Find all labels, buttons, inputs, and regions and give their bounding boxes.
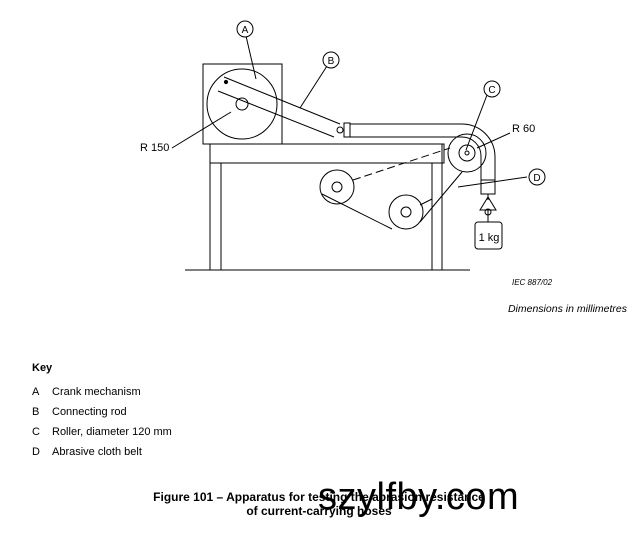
caption-line-2: of current-carrying hoses	[246, 504, 392, 518]
key-text: Roller, diameter 120 mm	[52, 426, 172, 438]
roller	[447, 133, 487, 173]
key-item: B Connecting rod	[32, 402, 172, 422]
pulley-upper	[319, 169, 355, 205]
callout-b: B	[328, 56, 335, 67]
key-item: A Crank mechanism	[32, 382, 172, 402]
key-letter: D	[32, 446, 40, 458]
key-item: C Roller, diameter 120 mm	[32, 422, 172, 442]
crank-wheel	[206, 68, 278, 140]
connecting-rod	[223, 76, 341, 125]
apparatus-drawing: A B C D R 150 R 60 1 kg IEC 887/02 Dimen…	[140, 20, 628, 315]
table-top	[209, 143, 445, 164]
key-item: D Abrasive cloth belt	[32, 442, 172, 462]
callout-a: A	[242, 25, 249, 36]
figure-caption: Figure 101 – Apparatus for testing the a…	[0, 490, 638, 518]
key-text: Crank mechanism	[52, 386, 141, 398]
callout-c: C	[488, 85, 495, 96]
watermark: szylfby.com	[318, 476, 520, 518]
key-letter: C	[32, 426, 40, 438]
table-leg-right	[431, 162, 443, 271]
crank-pivot	[235, 97, 249, 111]
callout-d: D	[533, 173, 540, 184]
caption-line-1: Figure 101 – Apparatus for testing the a…	[153, 490, 485, 504]
dimension-r60: R 60	[512, 123, 535, 135]
key-text: Connecting rod	[52, 406, 127, 418]
rod-joint	[336, 126, 344, 134]
weight-label: 1 kg	[479, 232, 500, 244]
pulley-lower	[388, 194, 424, 230]
table-leg-left	[209, 162, 222, 271]
iec-reference: IEC 887/02	[512, 278, 553, 287]
key-legend: Key A Crank mechanism B Connecting rod C…	[32, 362, 172, 462]
crank-housing	[202, 63, 283, 145]
key-text: Abrasive cloth belt	[52, 446, 142, 458]
key-letter: A	[32, 386, 40, 398]
key-letter: B	[32, 406, 40, 418]
key-title: Key	[32, 362, 53, 374]
dimension-r150: R 150	[140, 142, 169, 154]
abrasive-belt	[321, 193, 393, 230]
units-note: Dimensions in millimetres	[508, 303, 628, 315]
